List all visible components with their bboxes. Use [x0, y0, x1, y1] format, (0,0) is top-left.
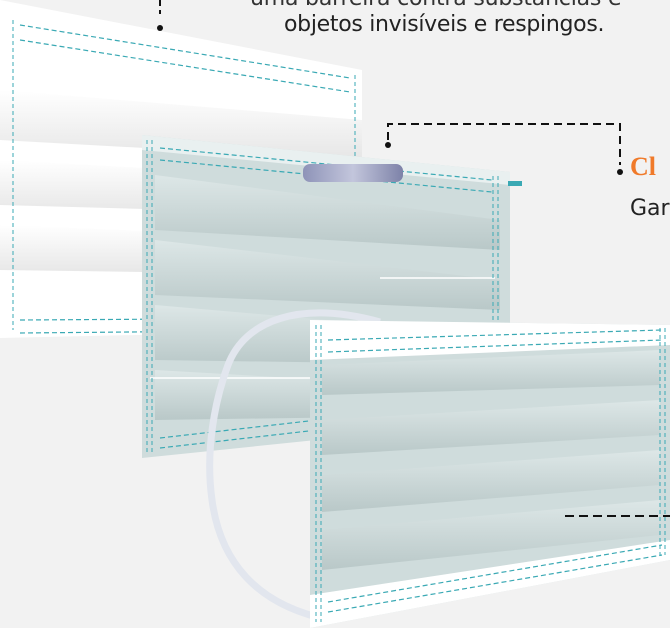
inner-layer: [310, 320, 670, 628]
ear-loop: [206, 309, 381, 624]
leader-lines: [157, 0, 670, 517]
caption-line-top: uma barreira contra substâncias e: [250, 0, 621, 11]
layer-label-title: Cl: [630, 152, 656, 181]
layer-label-subtitle: Gar: [630, 196, 670, 221]
caption-line-bottom: objetos invisíveis e respingos.: [284, 12, 605, 37]
nose-wire: [303, 164, 403, 182]
